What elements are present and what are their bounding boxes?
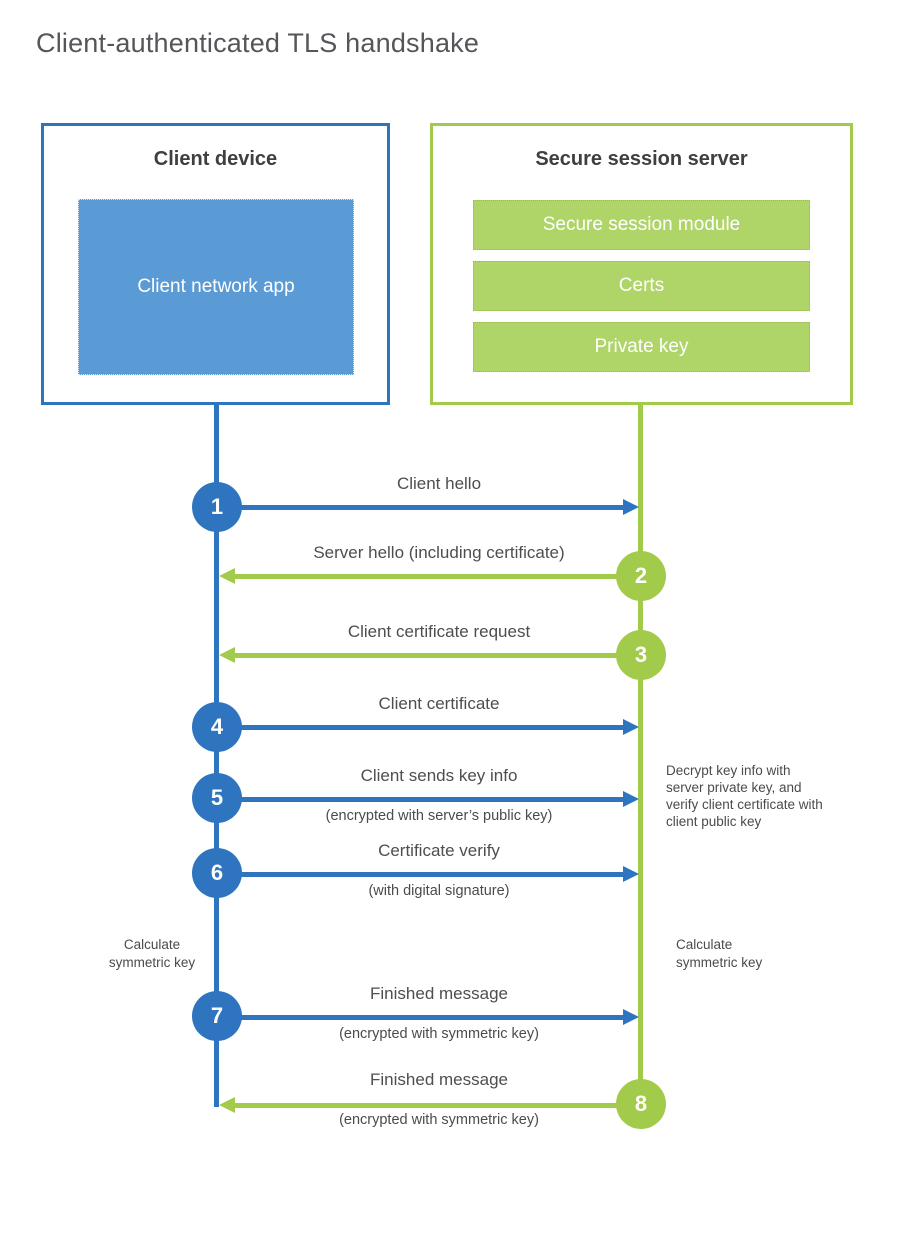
server-module-bar: Secure session module <box>473 200 810 250</box>
step-badge: 8 <box>616 1079 666 1129</box>
server-panel: Secure session server Secure session mod… <box>430 123 853 405</box>
arrow-shaft <box>233 573 618 579</box>
arrow-shaft <box>240 724 625 730</box>
message-label: Server hello (including certificate) <box>313 543 565 562</box>
step-badge: 6 <box>192 848 242 898</box>
arrow-shaft <box>240 504 625 510</box>
arrowhead-icon <box>219 647 235 663</box>
arrow-left-icon <box>219 568 618 584</box>
message-label: Finished message <box>370 984 508 1003</box>
arrow-left-icon <box>219 1097 618 1113</box>
step-badge: 7 <box>192 991 242 1041</box>
arrowhead-icon <box>219 1097 235 1113</box>
client-network-app-box: Client network app <box>78 199 354 375</box>
arrow-shaft <box>240 796 625 802</box>
client-lifeline <box>214 405 219 1107</box>
arrow-left-icon <box>219 647 618 663</box>
server-module-bar: Certs <box>473 261 810 311</box>
step-badge: 4 <box>192 702 242 752</box>
message-label: Client hello <box>396 474 482 493</box>
message-sublabel: (encrypted with server’s public key) <box>325 808 553 824</box>
step-badge: 1 <box>192 482 242 532</box>
message-label: Client certificate request <box>347 622 531 641</box>
arrowhead-icon <box>623 866 639 882</box>
client-panel-title: Client device <box>153 148 278 170</box>
server-panel-title: Secure session server <box>535 148 748 170</box>
step-badge: 2 <box>616 551 666 601</box>
arrow-right-icon <box>240 866 639 882</box>
step-badge: 3 <box>616 630 666 680</box>
arrow-right-icon <box>240 719 639 735</box>
arrowhead-icon <box>219 568 235 584</box>
arrowhead-icon <box>623 499 639 515</box>
arrowhead-icon <box>623 1009 639 1025</box>
arrow-shaft <box>240 871 625 877</box>
arrow-shaft <box>240 1014 625 1020</box>
message-label: Client certificate <box>378 694 500 713</box>
server-module-bar: Private key <box>473 322 810 372</box>
server-lifeline <box>638 405 643 1105</box>
calculate-symmetric-key-client: Calculate symmetric key <box>108 937 196 970</box>
arrow-right-icon <box>240 499 639 515</box>
message-label: Finished message <box>370 1070 508 1089</box>
message-label: Certificate verify <box>378 841 500 860</box>
message-sublabel: (encrypted with symmetric key) <box>339 1112 539 1128</box>
message-label: Client sends key info <box>360 766 518 785</box>
decrypt-key-note: Decrypt key info with server private key… <box>666 763 823 829</box>
arrow-right-icon <box>240 791 639 807</box>
client-device-panel: Client device Client network app <box>41 123 390 405</box>
arrow-shaft <box>233 652 618 658</box>
arrow-right-icon <box>240 1009 639 1025</box>
message-sublabel: (with digital signature) <box>368 883 510 899</box>
arrowhead-icon <box>623 719 639 735</box>
message-sublabel: (encrypted with symmetric key) <box>339 1026 539 1042</box>
calculate-symmetric-key-server: Calculate symmetric key <box>676 937 763 970</box>
step-badge: 5 <box>192 773 242 823</box>
arrow-shaft <box>233 1102 618 1108</box>
diagram-title: Client-authenticated TLS handshake <box>36 28 480 58</box>
arrowhead-icon <box>623 791 639 807</box>
